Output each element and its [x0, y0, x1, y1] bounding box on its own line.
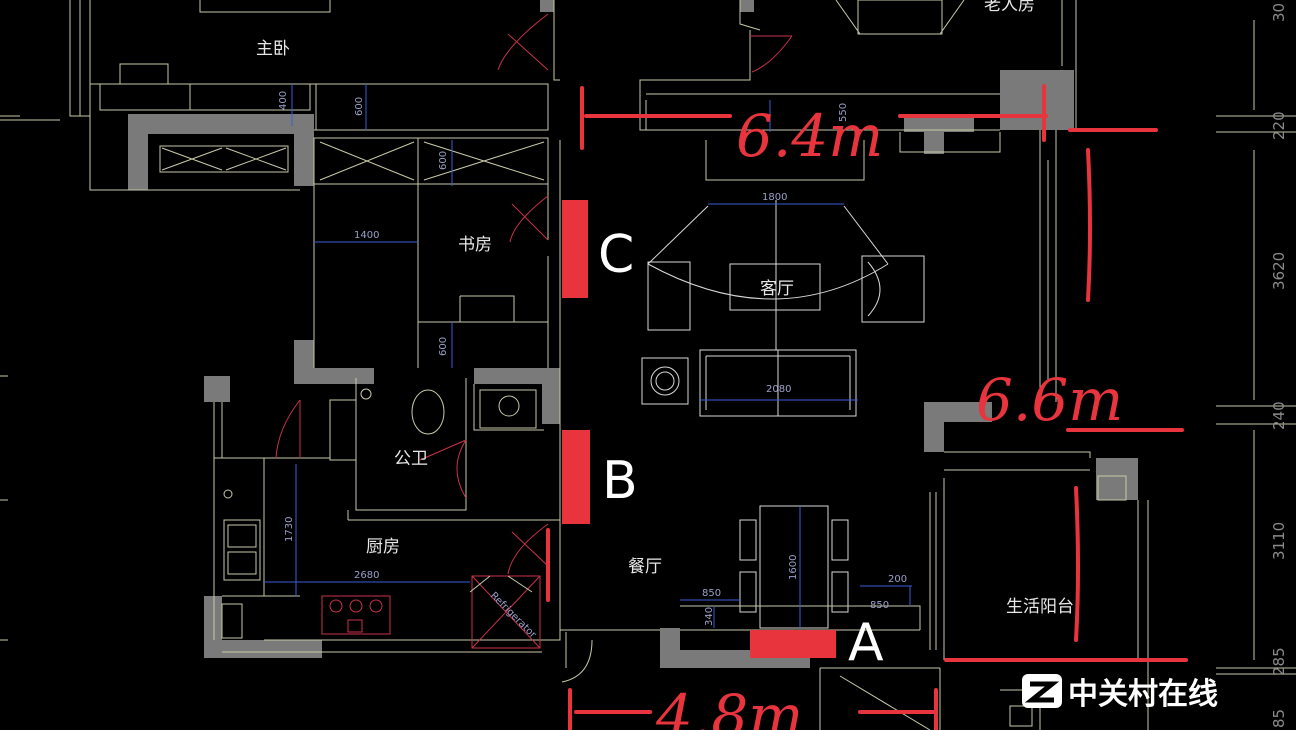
dim-400: 400	[278, 91, 289, 110]
fridge-label: Refrigerator	[488, 590, 539, 641]
dim-200: 200	[888, 574, 907, 585]
dim-2080: 2080	[766, 384, 791, 395]
edge-dim-285: 285	[1270, 647, 1288, 676]
dim-600-b: 600	[438, 151, 449, 170]
hand-annotations: 6.4m 6.6m 4.8m	[546, 84, 1188, 730]
doors	[275, 13, 793, 683]
dim-600-c: 600	[438, 337, 449, 356]
annotation-right-height: 6.6m	[976, 366, 1123, 434]
dim-1730: 1730	[284, 517, 295, 542]
marker-a-label: A	[848, 613, 884, 673]
dim-850-b: 850	[870, 600, 889, 611]
dim-340: 340	[704, 607, 715, 626]
marker-b-label: B	[602, 451, 638, 511]
marker-b-block	[562, 430, 590, 524]
wall-markers: C B A	[562, 200, 884, 673]
room-dining: 餐厅	[628, 557, 662, 577]
furniture	[641, 200, 925, 631]
room-study: 书房	[458, 235, 492, 255]
marker-c-label: C	[598, 225, 634, 285]
annotation-bottom-width: 4.8m	[655, 682, 803, 730]
walls	[128, 0, 1138, 668]
dim-2680: 2680	[354, 570, 379, 581]
dim-1800: 1800	[762, 192, 787, 203]
room-elder-bedroom: 老人房	[984, 0, 1035, 15]
edge-dim-3620: 3620	[1270, 252, 1288, 290]
room-balcony: 生活阳台	[1006, 597, 1074, 617]
edge-dim-30: 30	[1270, 3, 1288, 22]
marker-c-block	[562, 200, 588, 298]
edge-dim-220: 220	[1270, 111, 1288, 140]
marker-a-block	[750, 630, 836, 658]
room-bathroom: 公卫	[394, 449, 428, 469]
edge-dim-85: 85	[1270, 709, 1288, 728]
watermark-text: 中关村在线	[1068, 677, 1218, 712]
dimension-labels: 400 600 600 1400 550 1800 600 2080 1730 …	[278, 91, 907, 641]
edge-dim-3110: 3110	[1270, 522, 1288, 560]
annotation-top-width: 6.4m	[736, 102, 883, 170]
edge-dimensions: 30 220 3620 240 3110 285 85	[1270, 3, 1288, 728]
watermark: 中关村在线	[1022, 674, 1218, 712]
dim-1600: 1600	[788, 555, 799, 580]
dim-550: 550	[838, 103, 849, 122]
room-labels: 主卧 老人房 书房 客厅 公卫 厨房 餐厅 生活阳台	[256, 0, 1074, 617]
room-master-bedroom: 主卧	[256, 39, 290, 59]
edge-dim-240: 240	[1270, 401, 1288, 430]
room-kitchen: 厨房	[366, 537, 400, 557]
dim-600-a: 600	[354, 97, 365, 116]
dim-850-a: 850	[702, 588, 721, 599]
dimension-lines	[264, 84, 912, 628]
dim-1400: 1400	[354, 230, 379, 241]
room-living: 客厅	[760, 279, 794, 299]
